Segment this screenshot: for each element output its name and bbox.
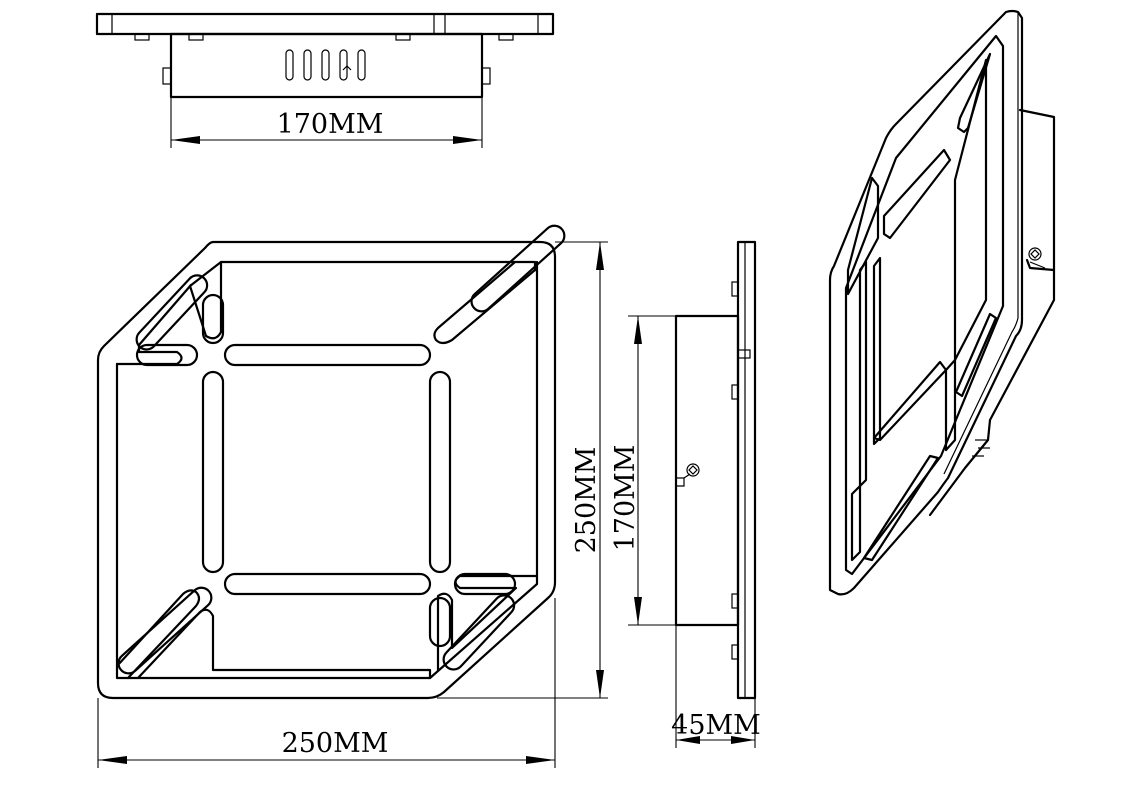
- front-width-dimension: 250MM: [97, 598, 556, 768]
- slot-top: [223, 343, 432, 367]
- mounting-screw-icon: [676, 463, 700, 487]
- top-width-label: 170MM: [277, 109, 384, 140]
- side-view: 170MM 45MM: [610, 240, 761, 748]
- front-width-label: 250MM: [282, 728, 389, 759]
- slot-left: [201, 370, 225, 574]
- front-height-dimension: 250MM: [437, 241, 608, 699]
- top-view-driver-box: [169, 32, 484, 99]
- side-plate: [736, 240, 757, 700]
- iso-outer-outline: [828, 9, 1024, 596]
- slot-bottom: [223, 572, 432, 596]
- side-depth-label: 45MM: [671, 710, 761, 741]
- side-height-dimension: 170MM: [610, 315, 676, 626]
- front-view: 250MM 250MM: [96, 224, 608, 768]
- top-view: 170MM: [95, 12, 555, 148]
- side-driver-box: [674, 314, 740, 627]
- front-height-label: 250MM: [571, 447, 602, 554]
- vent-slots: [285, 49, 366, 81]
- top-view-plate: [95, 12, 555, 36]
- front-outer-outline: [96, 240, 557, 700]
- top-width-dimension: 170MM: [170, 98, 483, 148]
- side-depth-dimension: 45MM: [671, 625, 761, 748]
- side-height-label: 170MM: [610, 445, 641, 552]
- isometric-view: [828, 9, 1056, 596]
- slot-right: [428, 370, 452, 574]
